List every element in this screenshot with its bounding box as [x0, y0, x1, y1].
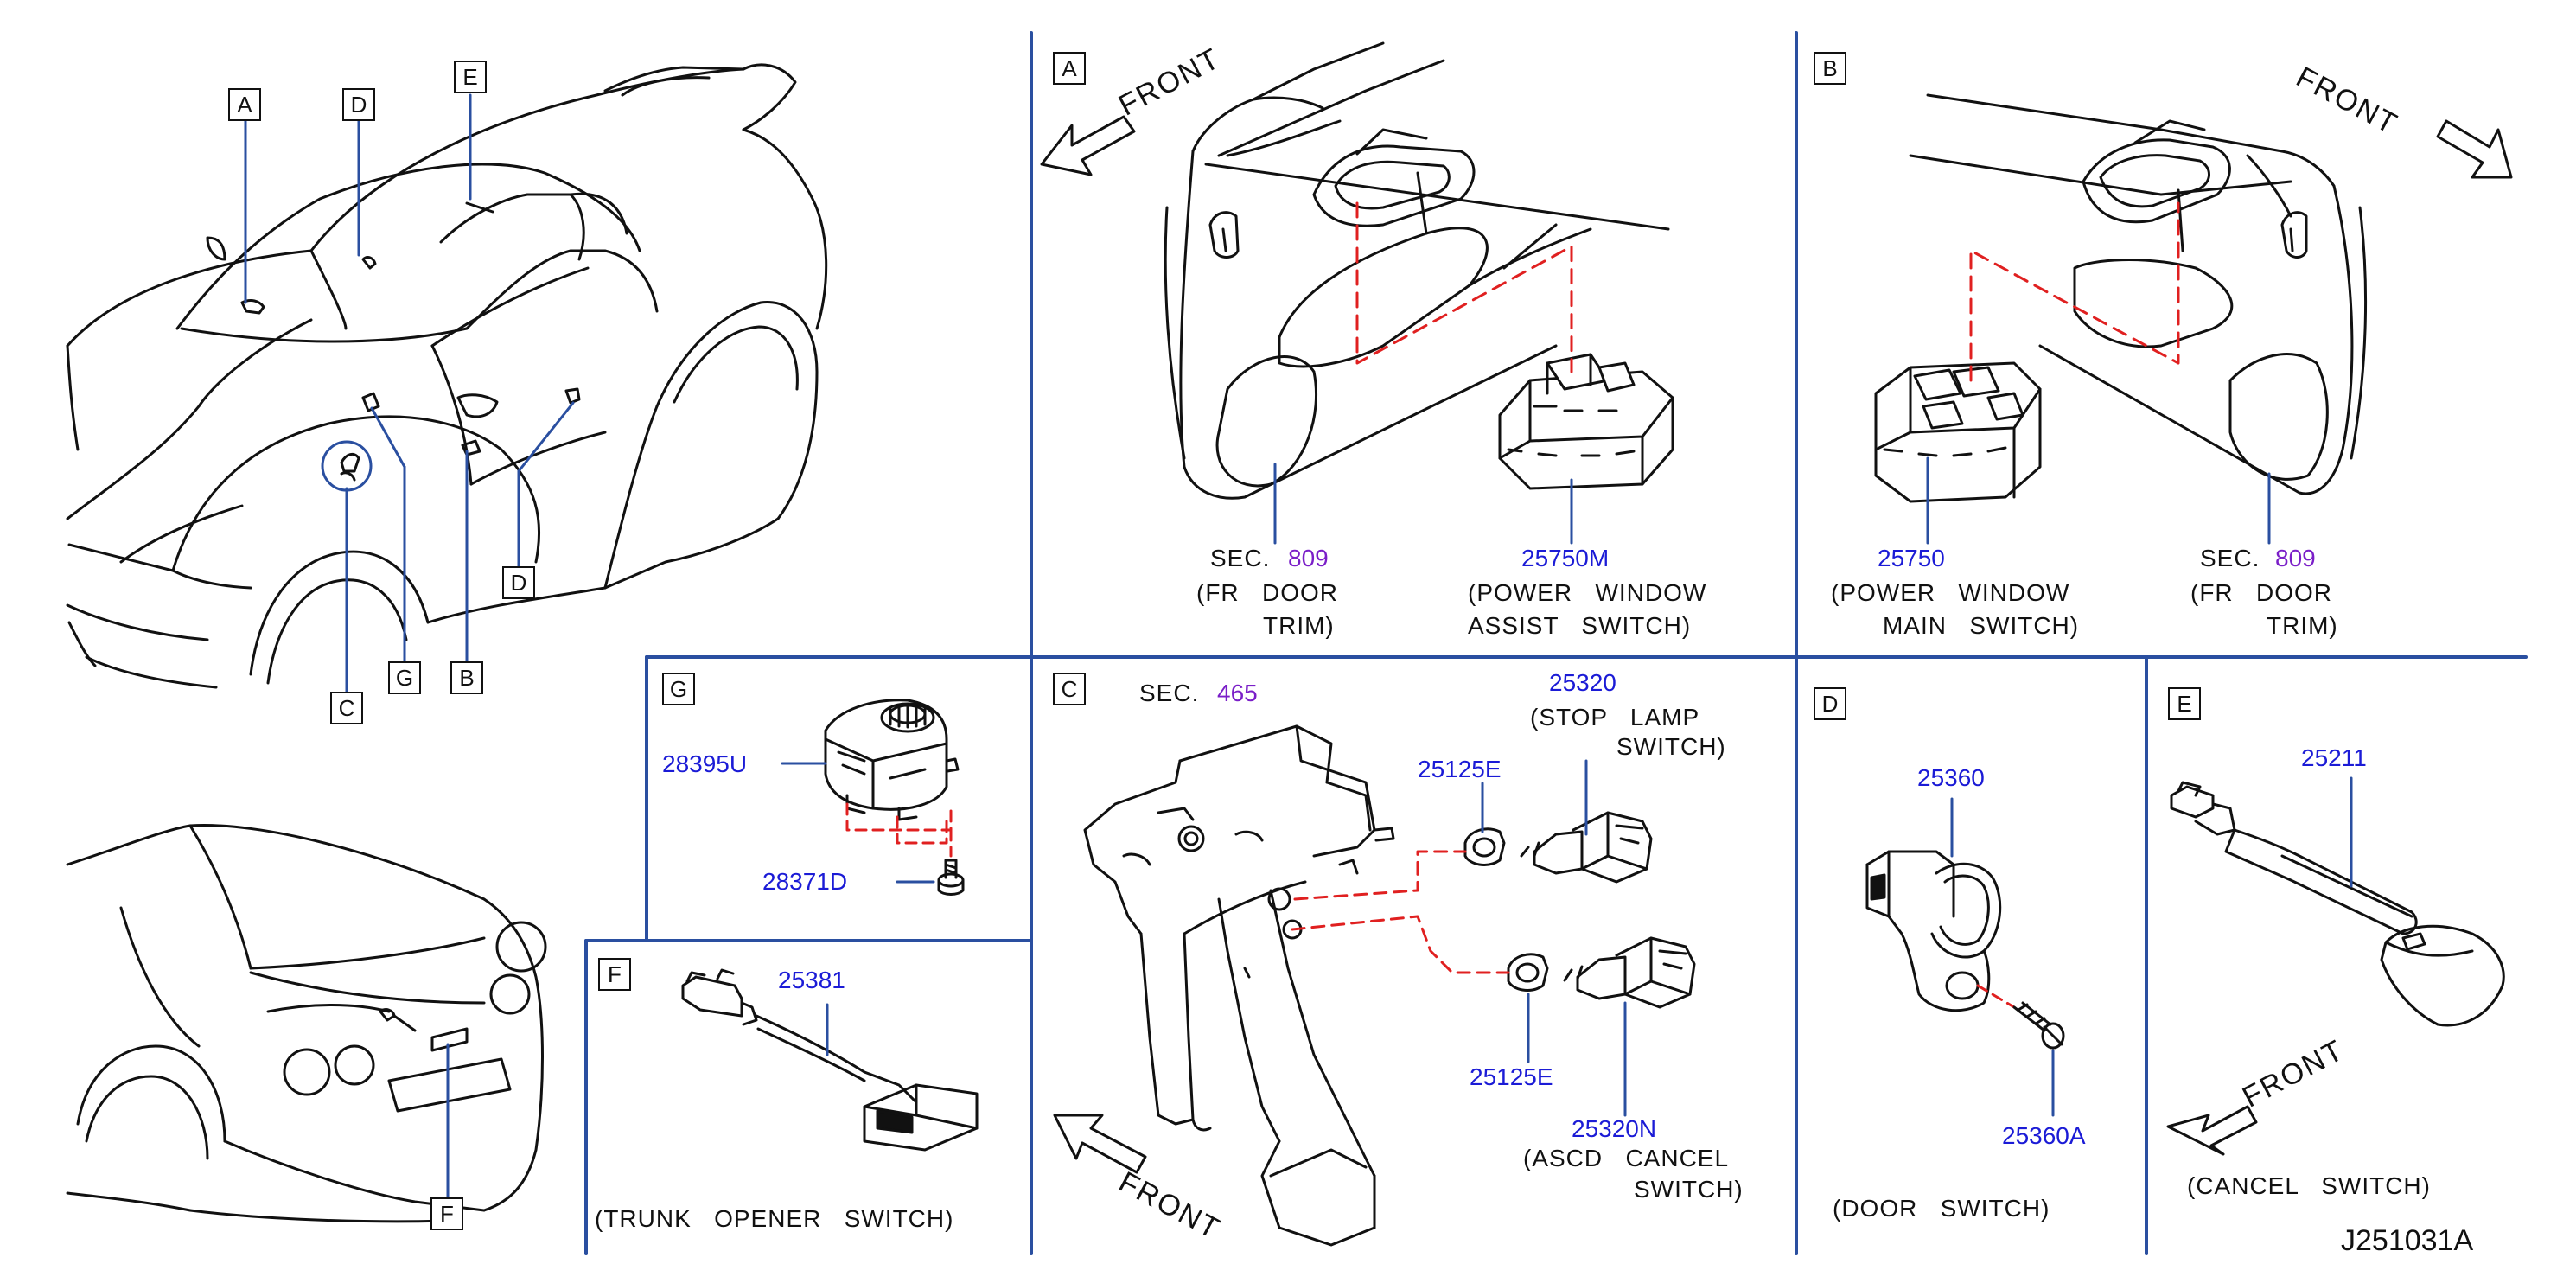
panel-G-part-1: 28395U — [662, 750, 748, 777]
callout-F: F — [430, 1197, 463, 1230]
callout-B: B — [450, 661, 483, 694]
panel-B-part-number: 25750 — [1878, 545, 1945, 571]
callout-A: A — [228, 88, 261, 121]
panel-B-sec-desc-2: TRIM) — [2267, 612, 2338, 639]
panel-A-sec-desc-2: TRIM) — [1263, 612, 1335, 639]
callout-C: C — [330, 692, 363, 724]
panel-A-letter: A — [1053, 52, 1086, 85]
panel-dividers — [584, 31, 2528, 1255]
car-front-view — [66, 63, 828, 689]
panel-G-part-2: 28371D — [762, 868, 848, 895]
panel-B-sec-desc-1: (FR DOOR — [2190, 579, 2332, 606]
power-window-main-switch — [1874, 361, 2042, 503]
panel-A-sec-desc-1: (FR DOOR — [1196, 579, 1338, 606]
panel-D-screw-number: 25360A — [2002, 1122, 2086, 1149]
panel-C-clip-lower: 25125E — [1470, 1063, 1553, 1090]
panel-C-ascd-number: 25320N — [1572, 1115, 1657, 1142]
panel-C-stop-lamp-desc-2: SWITCH) — [1616, 733, 1726, 760]
panel-B-sec-prefix: SEC. — [2200, 545, 2260, 571]
panel-B-part-desc-2: MAIN SWITCH) — [1883, 612, 2080, 639]
panel-A-part-desc-2: ASSIST SWITCH) — [1468, 612, 1692, 639]
front-arrow-A — [1040, 115, 1136, 176]
panel-D-screw — [2012, 1001, 2065, 1050]
panel-E-desc: (CANCEL SWITCH) — [2187, 1172, 2431, 1199]
car-rear-view — [66, 824, 547, 1223]
panel-F-part-number: 25381 — [778, 967, 845, 993]
panel-A-sec-number: 809 — [1288, 545, 1329, 571]
panel-C-ascd-desc-2: SWITCH) — [1634, 1176, 1744, 1203]
front-arrow-C — [1053, 1114, 1147, 1174]
panel-E-cancel-switch — [2170, 781, 2505, 1027]
panel-B-dashed-leaders — [1969, 201, 2180, 382]
panel-C-clip-upper: 25125E — [1418, 756, 1502, 782]
panel-C-ascd-desc-1: (ASCD CANCEL — [1523, 1145, 1730, 1171]
panel-F-desc: (TRUNK OPENER SWITCH) — [595, 1205, 954, 1232]
panel-B-part-desc-1: (POWER WINDOW — [1831, 579, 2070, 606]
callout-D: D — [342, 88, 375, 121]
panel-C-stop-lamp-number: 25320 — [1549, 669, 1616, 696]
panel-D-part-number: 25360 — [1917, 764, 1985, 791]
front-arrow-E — [2166, 1105, 2258, 1156]
panel-C-ascd-switch — [1507, 936, 1696, 1009]
panel-F-trunk-opener-switch — [681, 968, 979, 1152]
highlight-circle-C — [321, 440, 373, 492]
front-arrow-B — [2436, 119, 2513, 179]
panel-C-stop-lamp-switch — [1463, 811, 1653, 884]
panel-C-sec-number: 465 — [1217, 680, 1258, 706]
power-window-assist-switch — [1498, 353, 1674, 490]
diagram-code: J251031A — [2341, 1224, 2474, 1257]
panel-G-dashed-leaders — [845, 802, 953, 858]
panel-B-sec-number: 809 — [2275, 545, 2316, 571]
overview-leaders — [244, 93, 575, 693]
panel-B-door-trim — [1909, 93, 2368, 495]
panel-C-dashed-leaders — [1291, 850, 1510, 974]
panel-A-sec-prefix: SEC. — [1210, 545, 1271, 571]
panel-C-sec-prefix: SEC. — [1139, 680, 1200, 706]
panel-G-switch — [824, 699, 960, 821]
panel-A-part-desc-1: (POWER WINDOW — [1468, 579, 1707, 606]
panel-D-letter: D — [1814, 687, 1846, 720]
callout-E: E — [454, 61, 487, 93]
panel-A-part-number: 25750M — [1521, 545, 1610, 571]
callout-D-lower: D — [502, 566, 535, 599]
panel-C-letter: C — [1053, 673, 1086, 705]
panel-A-dashed-leaders — [1355, 201, 1573, 373]
panel-B-letter: B — [1814, 52, 1846, 85]
panel-C-pedal-assembly — [1083, 724, 1395, 1247]
callout-G: G — [388, 661, 421, 694]
panel-E-letter: E — [2168, 687, 2201, 720]
panel-C-stop-lamp-desc-1: (STOP LAMP — [1530, 704, 1700, 731]
panel-D-desc: (DOOR SWITCH) — [1833, 1195, 2050, 1222]
panel-G-screw — [937, 859, 965, 896]
panel-E-part-number: 25211 — [2301, 744, 2367, 771]
panel-G-letter: G — [662, 673, 695, 705]
panel-A-door-trim — [1164, 41, 1670, 500]
panel-D-door-switch — [1865, 850, 2002, 1012]
panel-F-letter: F — [598, 958, 631, 991]
